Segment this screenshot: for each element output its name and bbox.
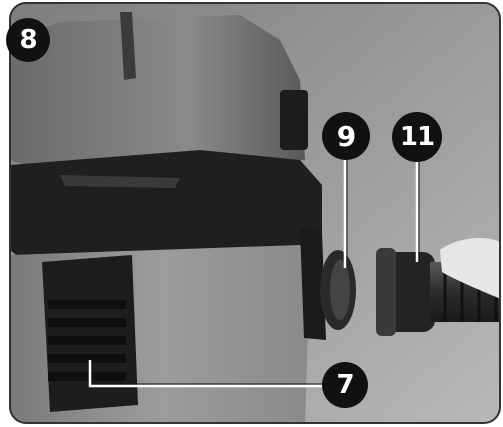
- rim-highlight: [60, 175, 180, 188]
- clip-latch: [42, 255, 138, 412]
- figure-number-badge: 8: [6, 18, 50, 62]
- callout-7-badge: 7: [322, 362, 368, 408]
- handle-slot: [120, 12, 136, 80]
- power-switch: [280, 90, 308, 150]
- rim-band: [10, 150, 322, 258]
- leader-lines: [88, 158, 419, 388]
- callout-9-badge: 9: [322, 112, 370, 160]
- callout-11-badge: 11: [392, 112, 442, 162]
- hand: [440, 238, 500, 300]
- motor-head: [10, 15, 305, 170]
- intake-port: [300, 228, 356, 340]
- figure-frame: [9, 2, 501, 424]
